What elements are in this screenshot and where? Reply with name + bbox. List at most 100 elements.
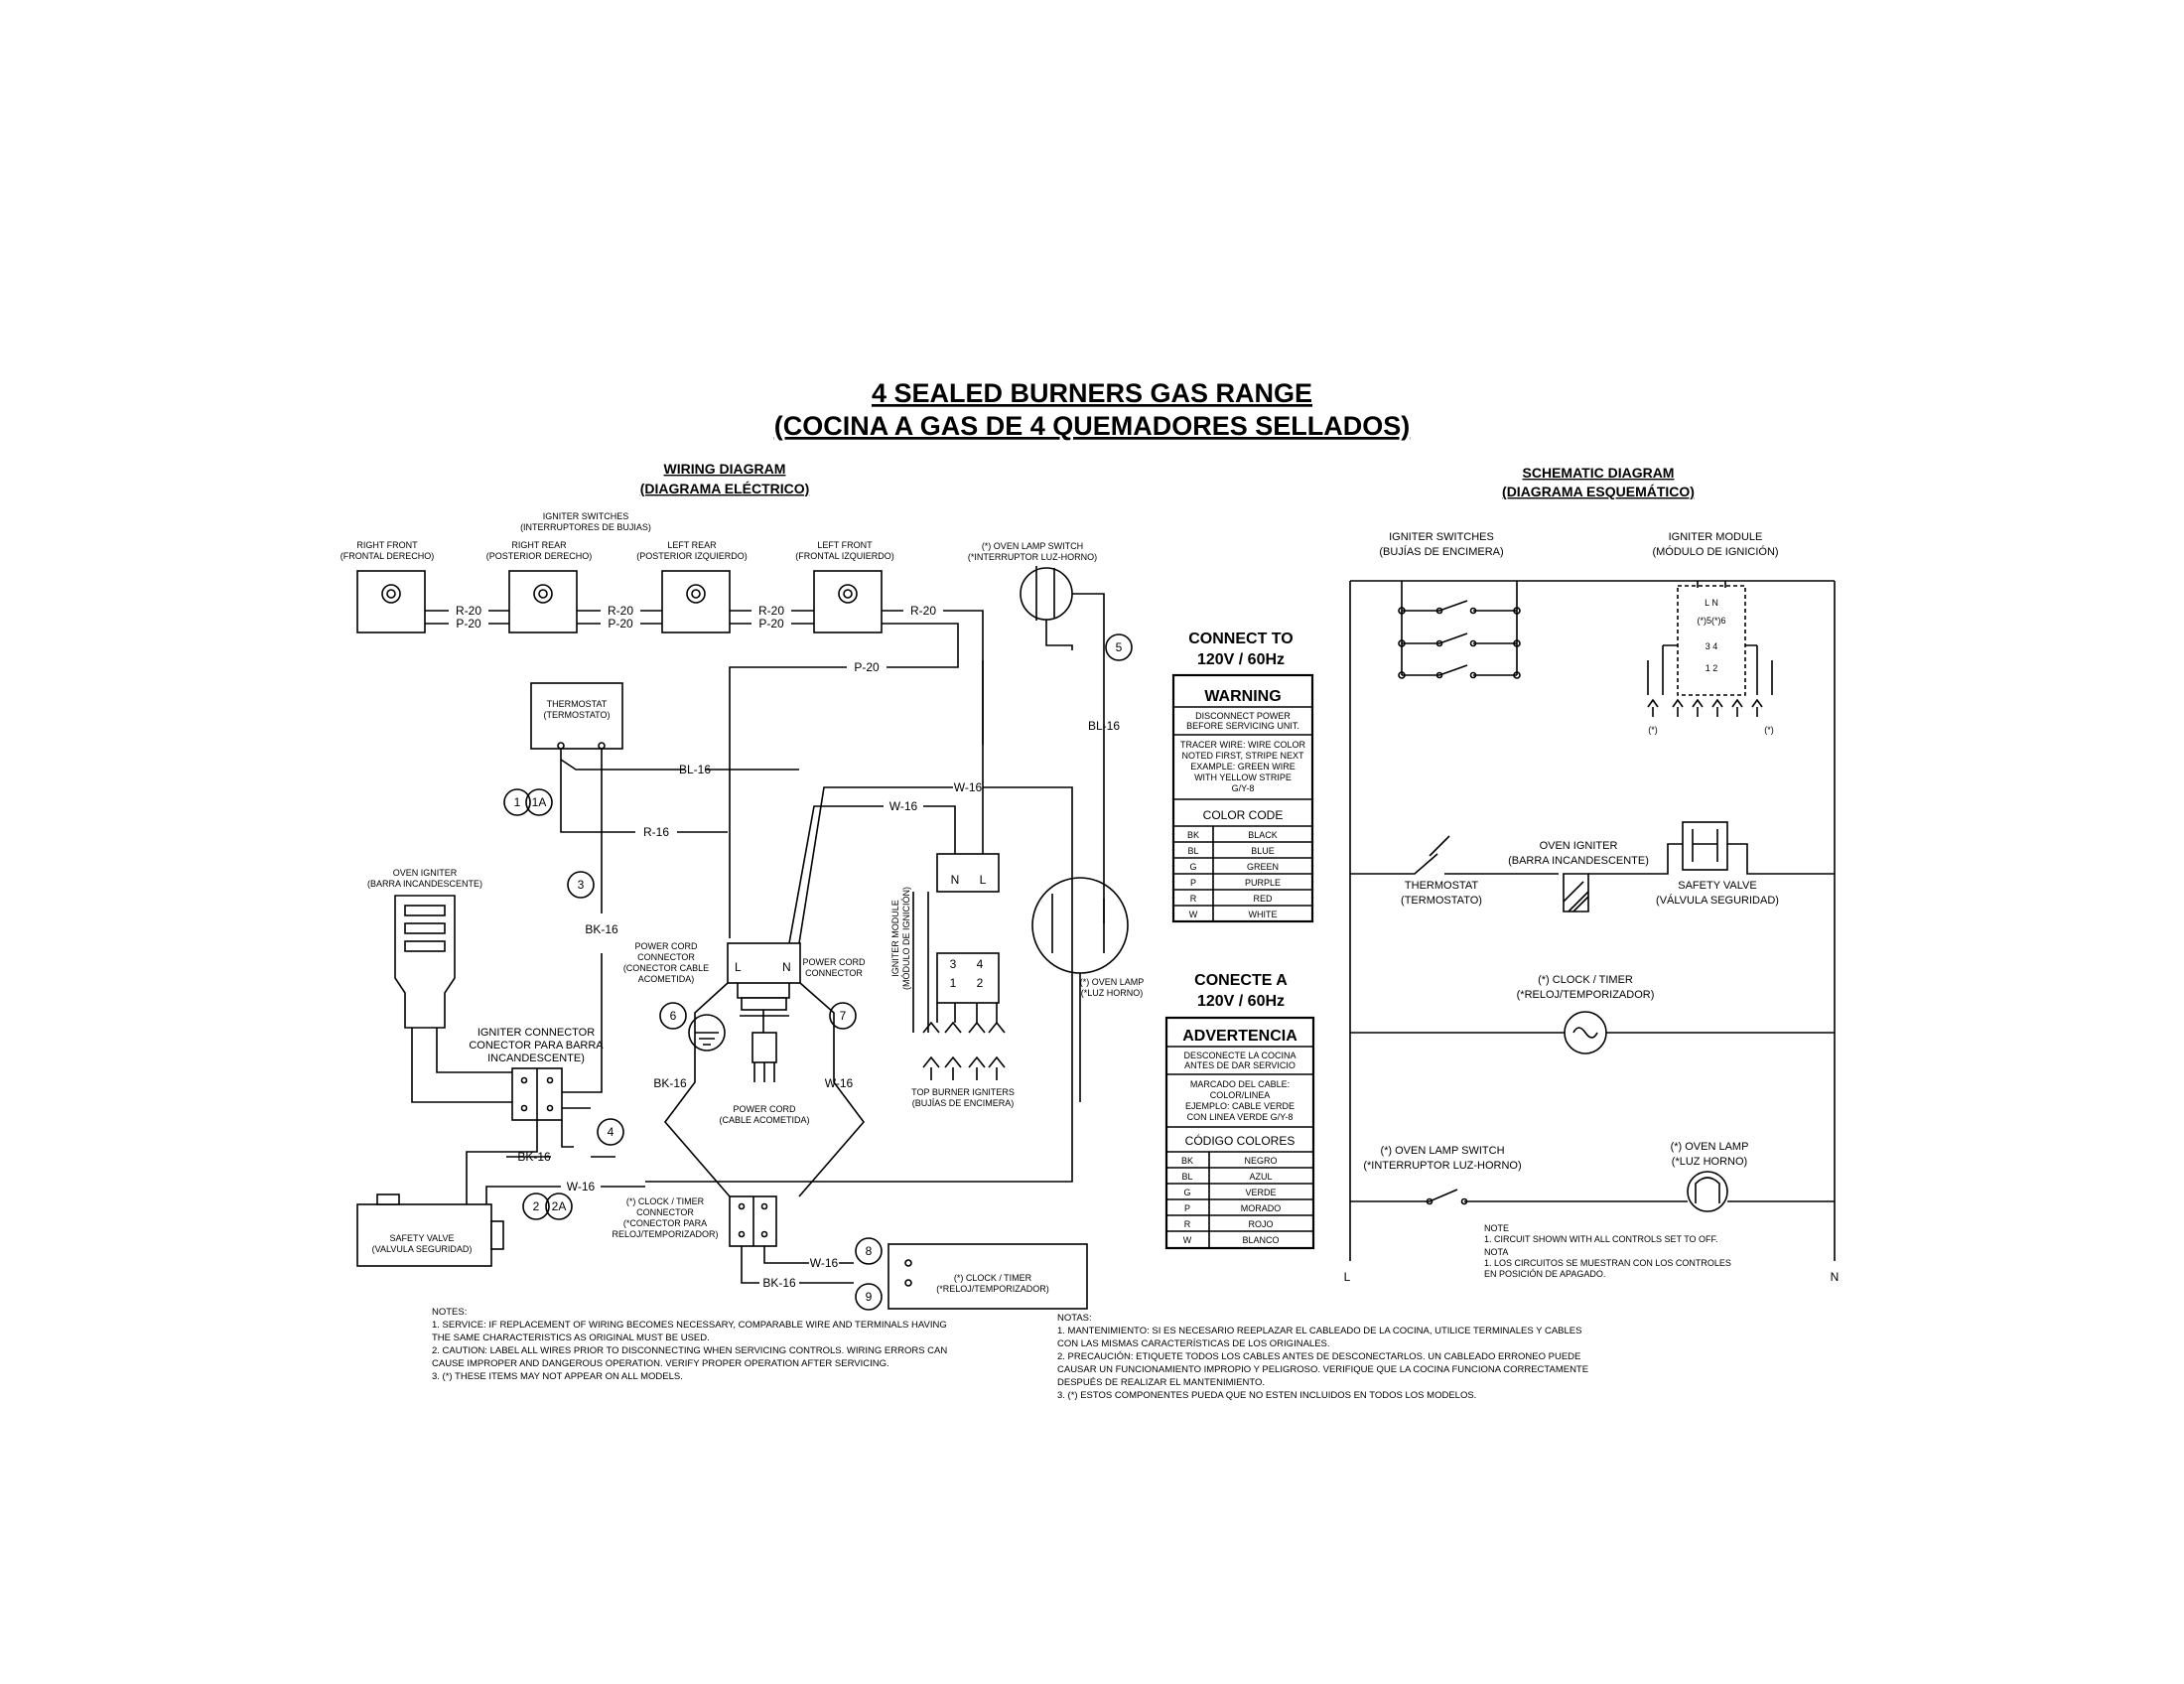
module-label-3: 3 (950, 957, 957, 971)
advertencia-box: ADVERTENCIA DESCONECTE LA COCINA ANTES D… (1164, 1016, 1315, 1250)
wire-label-bk16-clock: BK-16 (762, 1276, 796, 1290)
sch-module-ln: L N (1705, 598, 1718, 608)
color-code-row: R (1190, 894, 1197, 904)
clock-timer-connector (729, 1195, 777, 1247)
color-code-row: G (1189, 862, 1196, 872)
sch-oven-igniter-1: OVEN IGNITER (1540, 840, 1618, 852)
wire-label-p20-3: P-20 (758, 617, 784, 631)
title-line-1: 4 SEALED BURNERS GAS RANGE (872, 378, 1312, 408)
clock-connector-label-1: (*) CLOCK / TIMER (626, 1196, 705, 1206)
igniter-connector-label-3: INCANDESCENTE) (487, 1052, 585, 1064)
sch-lamp-switch-1: (*) OVEN LAMP SWITCH (1380, 1145, 1504, 1157)
oven-lamp-label-1: (*) OVEN LAMP (1080, 977, 1145, 987)
oven-igniter-label-2: (BARRA INCANDESCENTE) (367, 879, 482, 889)
codigo-colores-row: G (1183, 1188, 1190, 1197)
callout-3 (567, 871, 595, 899)
codigo-colores-row: BLANCO (1242, 1235, 1279, 1245)
wire-label-p20-1: P-20 (456, 617, 481, 631)
sch-thermostat-1: THERMOSTAT (1405, 880, 1478, 892)
sch-clock-row (1350, 1011, 1835, 1054)
warning-heading: WARNING (1204, 688, 1281, 705)
sch-igniter-module-2: (MÓDULO DE IGNICIÓN) (1652, 545, 1778, 558)
notes-en-line-4: CAUSE IMPROPER AND DANGEROUS OPERATION. … (432, 1358, 889, 1369)
switch-left-rear (661, 570, 731, 633)
notes-spanish: NOTAS: 1. MANTENIMIENTO: SI ES NECESARIO… (1057, 1313, 1588, 1401)
module-label-2: 2 (977, 976, 984, 990)
codigo-colores-row: BK (1181, 1156, 1193, 1166)
notes-english: NOTES: 1. SERVICE: IF REPLACEMENT OF WIR… (432, 1307, 947, 1382)
oven-lamp-label-2: (*LUZ HORNO) (1081, 988, 1144, 998)
notes-en-line-2: THE SAME CHARACTERISTICS AS ORIGINAL MUS… (432, 1333, 710, 1343)
notes-es-line-6: 3. (*) ESTOS COMPONENTES PUEDA QUE NO ES… (1057, 1390, 1476, 1401)
left-rear-label-2: (POSTERIOR IZQUIERDO) (636, 551, 748, 561)
sch-note-5: EN POSICIÓN DE APAGADO. (1484, 1269, 1605, 1279)
sch-thermostat-2: (TERMOSTATO) (1401, 895, 1482, 907)
notes-es-line-4: CAUSAR UN FUNCIONAMIENTO IMPROPIO Y PELI… (1057, 1364, 1588, 1375)
sch-thermostat-row (1350, 821, 1835, 912)
sch-note-1: NOTE (1484, 1223, 1509, 1233)
advertencia-heading: ADVERTENCIA (1182, 1028, 1297, 1045)
warning-line-5: EXAMPLE: GREEN WIRE (1190, 762, 1296, 772)
color-code-row: RED (1253, 894, 1273, 904)
warning-line-4: NOTED FIRST, STRIPE NEXT (1181, 751, 1304, 761)
callout-2-text: 2 (533, 1199, 540, 1213)
sch-igniter-switches (1398, 581, 1521, 679)
callout-2a (545, 1193, 573, 1220)
callout-8-text: 8 (866, 1244, 873, 1258)
codigo-colores-row: AZUL (1249, 1172, 1272, 1182)
oven-lamp (1031, 877, 1129, 974)
power-cord-label-1: POWER CORD (734, 1104, 797, 1114)
sch-module-34: 3 4 (1706, 641, 1718, 651)
power-cord-conn-left-2: CONNECTOR (637, 952, 695, 962)
notes-en-title: NOTES: (432, 1307, 467, 1318)
left-front-label-2: (FRONTAL IZQUIERDO) (795, 551, 894, 561)
codigo-colores-row: ROJO (1248, 1219, 1273, 1229)
notes-es-line-2: CON LAS MISMAS CARACTERÍSTICAS DE LOS OR… (1057, 1338, 1330, 1349)
notes-en-line-3: 2. CAUTION: LABEL ALL WIRES PRIOR TO DIS… (432, 1345, 947, 1356)
connect-to-line-1: CONNECT TO (1188, 631, 1293, 647)
callout-1 (503, 788, 531, 816)
oven-igniter-label-1: OVEN IGNITER (393, 868, 458, 878)
clock-timer (887, 1243, 1088, 1310)
callout-2a-text: 2A (552, 1199, 567, 1213)
clock-connector-label-3: (*CONECTOR PARA (623, 1218, 707, 1228)
wire-label-r16-left: R-16 (643, 825, 669, 839)
codigo-colores-row: R (1184, 1219, 1191, 1229)
advertencia-line-3: MARCADO DEL CABLE: (1190, 1079, 1290, 1089)
warning-line-2: BEFORE SERVICING UNIT. (1186, 721, 1299, 731)
oven-lamp-switch (1020, 566, 1105, 923)
wire-label-w16-cord: W-16 (825, 1076, 854, 1090)
wiring-heading-2: (DIAGRAMA ELÉCTRICO) (640, 481, 810, 496)
codigo-colores-row: P (1184, 1203, 1190, 1213)
module-label-L: L (980, 873, 987, 887)
sch-lamp-row (1350, 1171, 1835, 1212)
callout-2 (522, 1193, 550, 1220)
igniter-module-label-1: IGNITER MODULE (890, 900, 900, 977)
wire-label-r20-2: R-20 (608, 604, 633, 618)
igniter-switches-label-1: IGNITER SWITCHES (543, 511, 629, 521)
wire-label-w16-bottom: W-16 (567, 1180, 596, 1193)
sch-module-asterisk-left: (*) (1648, 725, 1658, 735)
wiring-diagram: WIRING DIAGRAM (DIAGRAMA ELÉCTRICO) IGNI… (341, 461, 1145, 1311)
right-front-label-1: RIGHT FRONT (356, 540, 418, 550)
right-front-label-2: (FRONTAL DERECHO) (341, 551, 435, 561)
sch-lamp-switch-2: (*INTERRUPTOR LUZ-HORNO) (1363, 1160, 1521, 1172)
sch-module-56: (*)5(*)6 (1697, 616, 1725, 626)
power-cord-conn-right-2: CONNECTOR (805, 968, 863, 978)
power-cord-label-2: (CABLE ACOMETIDA) (719, 1115, 809, 1125)
sch-igniter-module-1: IGNITER MODULE (1669, 531, 1763, 543)
color-code-heading: COLOR CODE (1203, 808, 1284, 822)
power-cord-conn-left-3: (CONECTOR CABLE (623, 963, 709, 973)
color-code-row: PURPLE (1245, 878, 1281, 888)
oven-lamp-switch-label-1: (*) OVEN LAMP SWITCH (982, 541, 1083, 551)
oven-igniter (394, 895, 516, 1103)
igniter-module (912, 660, 1006, 1080)
callout-9 (855, 1283, 883, 1311)
wire-label-bk16-cord: BK-16 (653, 1076, 687, 1090)
thermostat-label-2: (TERMOSTATO) (544, 710, 611, 720)
notes-en-line-1: 1. SERVICE: IF REPLACEMENT OF WIRING BEC… (432, 1320, 947, 1331)
advertencia-line-1: DESCONECTE LA COCINA (1183, 1051, 1296, 1060)
top-burner-label-1: TOP BURNER IGNITERS (911, 1087, 1015, 1097)
right-rear-label-2: (POSTERIOR DERECHO) (486, 551, 593, 561)
wire-label-bl16-right: BL-16 (1088, 719, 1120, 733)
